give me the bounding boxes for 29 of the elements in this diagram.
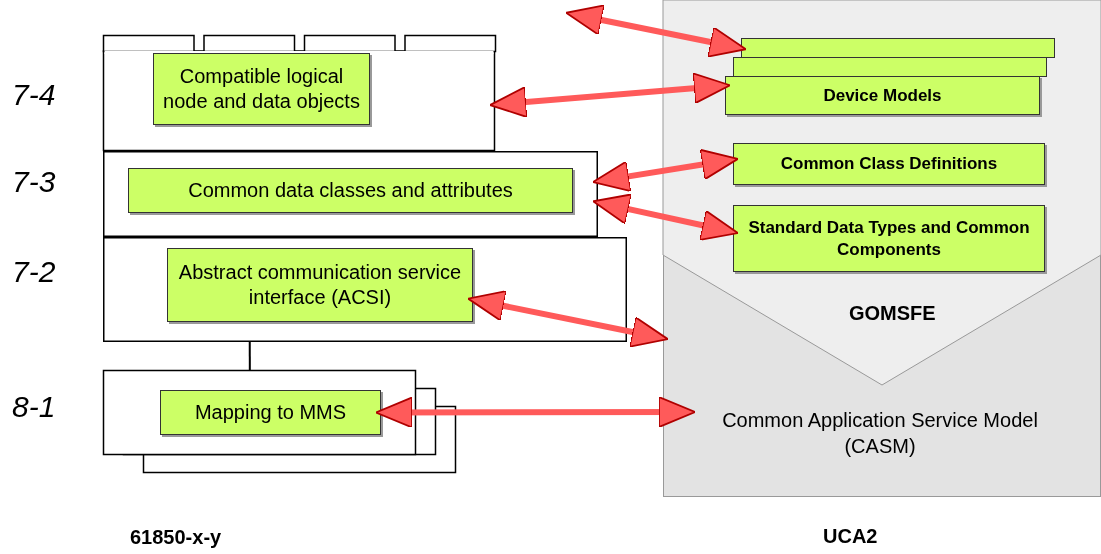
- model-box: Device Models: [725, 76, 1040, 115]
- chevron-shape: [663, 0, 1101, 385]
- panel-heading: GOMSFE: [849, 302, 936, 325]
- panel-heading: UCA2: [823, 525, 878, 548]
- layer-frame: [103, 370, 456, 473]
- double-arrow: [592, 193, 739, 241]
- layer-frame: [103, 151, 598, 237]
- layer-frame: [103, 237, 627, 342]
- process-box: Abstract communication service interface (ACSI): [167, 248, 473, 322]
- double-arrow: [375, 396, 696, 429]
- model-label: Common Application Service Model (CASM): [690, 398, 1070, 468]
- double-arrow: [592, 148, 739, 193]
- process-box: Common data classes and attributes: [128, 168, 573, 213]
- layer-frame: [103, 35, 495, 151]
- layer-number: 8-1: [12, 390, 56, 424]
- model-box: Common Class Definitions: [733, 143, 1045, 185]
- layer-number: 7-2: [12, 255, 56, 289]
- connector-line: [248, 341, 251, 371]
- stack-caption: 61850-x-y: [130, 526, 222, 549]
- double-arrow: [467, 290, 669, 348]
- layer-number: 7-3: [12, 165, 56, 199]
- double-arrow: [565, 4, 747, 58]
- process-box: Mapping to MMS: [160, 390, 381, 435]
- process-box: Compatible logical node and data objects: [153, 53, 370, 125]
- model-box: Standard Data Types and Common Components: [733, 205, 1045, 272]
- double-arrow: [489, 72, 731, 118]
- model-box: [733, 57, 1047, 77]
- layer-number: 7-4: [12, 78, 56, 112]
- model-box: [741, 38, 1055, 58]
